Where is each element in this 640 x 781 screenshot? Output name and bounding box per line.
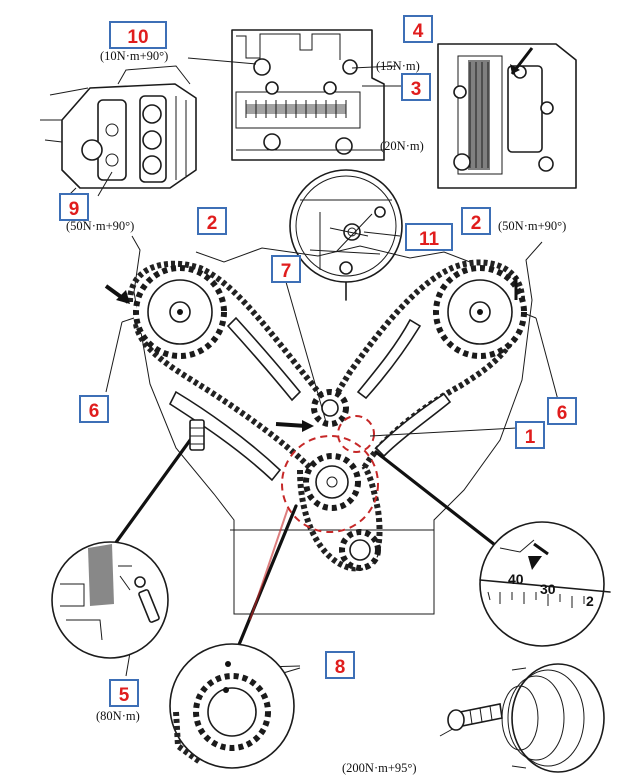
callout-9: 9 bbox=[59, 193, 89, 221]
svg-text:9: 9 bbox=[69, 199, 80, 220]
svg-text:4: 4 bbox=[413, 21, 424, 42]
callout-2-left: 2 bbox=[197, 207, 227, 235]
torque-label-8: (200N·m+95°) bbox=[342, 761, 417, 775]
magnifier-connectors bbox=[110, 430, 506, 654]
dial-mark-30: 30 bbox=[540, 581, 556, 597]
tensioner-highlight-circle bbox=[337, 415, 375, 453]
torque-label-2-left: (50N·m+90°) bbox=[66, 219, 134, 233]
crank-mark-magnifier bbox=[169, 643, 295, 769]
dial-mark-40: 40 bbox=[508, 571, 524, 587]
torque-label-2-right: (50N·m+90°) bbox=[498, 219, 566, 233]
svg-text:6: 6 bbox=[557, 403, 568, 424]
idler-sprocket bbox=[311, 389, 349, 427]
crank-highlight-circle bbox=[281, 435, 379, 533]
leader-lines bbox=[97, 57, 559, 737]
svg-text:7: 7 bbox=[281, 261, 292, 282]
svg-text:6: 6 bbox=[89, 401, 100, 422]
tensioner-bolt-magnifier bbox=[51, 541, 169, 659]
chain-guides bbox=[168, 316, 452, 482]
torque-label-10: (10N·m+90°) bbox=[100, 49, 168, 63]
angle-gauge-magnifier: 40 30 2 bbox=[479, 521, 611, 647]
svg-text:1: 1 bbox=[525, 427, 536, 448]
callout-5: 5 bbox=[109, 679, 139, 707]
side-bolt bbox=[189, 419, 205, 451]
callout-3: 3 bbox=[401, 73, 431, 101]
crank-pulley bbox=[501, 663, 605, 773]
torque-label-11: (20N·m) bbox=[380, 139, 424, 153]
left-cam-sprocket bbox=[133, 265, 227, 359]
tensioner-inset bbox=[437, 43, 577, 189]
dial-mark-2: 2 bbox=[586, 593, 594, 609]
callout-11: 11 bbox=[405, 223, 453, 251]
crank-sprocket bbox=[303, 453, 361, 511]
crank-pulley-bolt bbox=[447, 703, 503, 731]
svg-text:8: 8 bbox=[335, 657, 346, 678]
callout-2-right: 2 bbox=[461, 207, 491, 235]
svg-text:2: 2 bbox=[471, 213, 482, 234]
right-cam-sprocket bbox=[433, 265, 527, 359]
torque-label-5: (80N·m) bbox=[96, 709, 140, 723]
svg-text:2: 2 bbox=[207, 213, 218, 234]
callout-6-right: 6 bbox=[547, 397, 577, 425]
callout-6-left: 6 bbox=[79, 395, 109, 423]
svg-text:10: 10 bbox=[127, 27, 148, 48]
callout-4: 4 bbox=[403, 15, 433, 43]
torque-label-3: (15N·m) bbox=[376, 59, 420, 73]
oil-pump-sprocket bbox=[339, 529, 381, 571]
svg-text:3: 3 bbox=[411, 79, 422, 100]
head-bolts-inset bbox=[231, 29, 385, 161]
callout-7: 7 bbox=[271, 255, 301, 283]
camshaft-bolt-magnifier bbox=[289, 169, 403, 301]
arrows bbox=[104, 276, 518, 432]
svg-text:11: 11 bbox=[419, 229, 440, 250]
svg-text:5: 5 bbox=[119, 685, 130, 706]
callout-10: 10 bbox=[109, 21, 167, 49]
callout-1: 1 bbox=[515, 421, 545, 449]
cylinder-head-inset bbox=[40, 65, 197, 199]
callout-8: 8 bbox=[325, 651, 355, 679]
